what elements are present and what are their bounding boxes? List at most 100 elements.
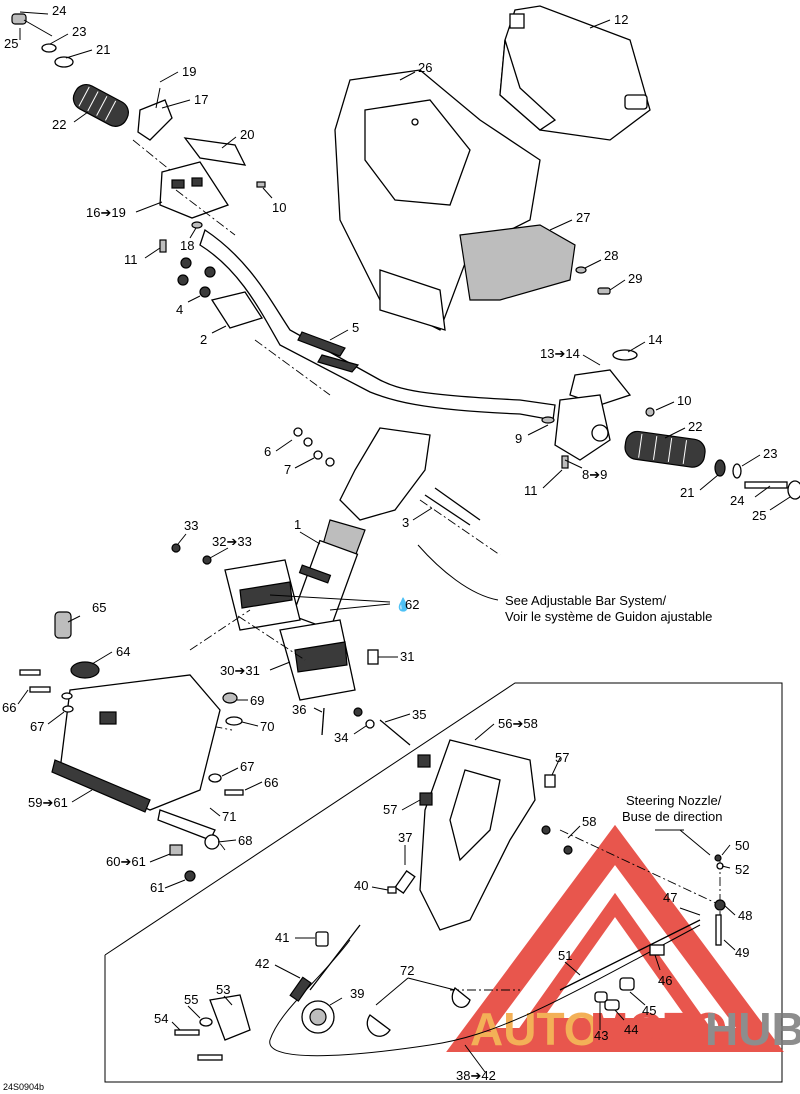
callout-1: 1 — [294, 517, 301, 532]
callout-22: 22 — [52, 117, 66, 132]
callout-25-right: 25 — [752, 508, 766, 523]
callout-8-9: 8➔9 — [582, 467, 607, 482]
callout-56-58: 56➔58 — [498, 716, 538, 731]
watermark-text-3: HUB — [705, 1003, 800, 1055]
callout-24-right: 24 — [730, 493, 744, 508]
lower-assembly-frame — [104, 682, 783, 1083]
callout-26: 26 — [418, 60, 432, 75]
callout-24: 24 — [52, 3, 66, 18]
callout-30-31: 30➔31 — [220, 663, 260, 678]
callout-54: 54 — [154, 1011, 168, 1026]
callout-29: 29 — [628, 271, 642, 286]
callout-67: 67 — [30, 719, 44, 734]
callout-4: 4 — [176, 302, 183, 317]
callout-3: 3 — [402, 515, 409, 530]
note-steering-nozzle-en: Steering Nozzle/ — [626, 793, 722, 808]
callout-36: 36 — [292, 702, 306, 717]
callout-46: 46 — [658, 973, 672, 988]
callout-51: 51 — [558, 948, 572, 963]
callout-25: 25 — [4, 36, 18, 51]
figure-id: 24S0904b — [3, 1082, 44, 1092]
callout-59-61: 59➔61 — [28, 795, 68, 810]
callout-66-lower: 66 — [264, 775, 278, 790]
steering-cable — [174, 854, 726, 1061]
callout-33: 33 — [184, 518, 198, 533]
notes: See Adjustable Bar System/ Voir le systè… — [3, 593, 722, 1092]
callout-32-33: 32➔33 — [212, 534, 252, 549]
callout-55: 55 — [184, 992, 198, 1007]
callout-41: 41 — [275, 930, 289, 945]
callout-39: 39 — [350, 986, 364, 1001]
note-adjustable-bar-fr: Voir le système de Guidon ajustable — [505, 609, 712, 624]
callout-66: 66 — [2, 700, 16, 715]
callout-20: 20 — [240, 127, 254, 142]
callout-2: 2 — [200, 332, 207, 347]
drop-icon: 💧 — [395, 597, 411, 612]
callout-48: 48 — [738, 908, 752, 923]
callout-16-19: 16➔19 — [86, 205, 126, 220]
callout-14: 14 — [648, 332, 662, 347]
handlebar — [177, 228, 556, 421]
callout-13-14: 13➔14 — [540, 346, 580, 361]
watermark-triangle — [446, 824, 784, 1052]
callout-71: 71 — [222, 809, 236, 824]
callout-35: 35 — [412, 707, 426, 722]
callout-10: 10 — [272, 200, 286, 215]
note-adjustable-bar-en: See Adjustable Bar System/ — [505, 593, 667, 608]
callout-42: 42 — [255, 956, 269, 971]
callout-57: 57 — [555, 750, 569, 765]
callout-21: 21 — [96, 42, 110, 57]
steering-cover-26 — [334, 69, 576, 331]
callout-52: 52 — [735, 862, 749, 877]
callout-53: 53 — [216, 982, 230, 997]
callout-38-42: 38➔42 — [456, 1068, 496, 1083]
callout-7: 7 — [284, 462, 291, 477]
callout-28: 28 — [604, 248, 618, 263]
callout-37: 37 — [398, 830, 412, 845]
leader-lines — [17, 11, 791, 1073]
callout-19: 19 — [182, 64, 196, 79]
callout-21-right: 21 — [680, 485, 694, 500]
steering-column — [291, 427, 481, 631]
callout-67-lower: 67 — [240, 759, 254, 774]
callout-62: 62 — [405, 597, 419, 612]
right-grip-assembly — [541, 349, 800, 500]
callout-27: 27 — [576, 210, 590, 225]
callout-9: 9 — [515, 431, 522, 446]
callout-50: 50 — [735, 838, 749, 853]
throttle-housing — [19, 611, 244, 882]
callout-57-lower: 57 — [383, 802, 397, 817]
callout-34: 34 — [334, 730, 348, 745]
callout-47: 47 — [663, 890, 677, 905]
callout-69: 69 — [250, 693, 264, 708]
callout-labels: 24 25 23 21 22 19 17 20 16➔19 10 18 11 2… — [2, 3, 777, 1083]
support-bracket — [417, 739, 573, 931]
callout-18: 18 — [180, 238, 194, 253]
callout-11: 11 — [124, 252, 138, 267]
callout-49: 49 — [735, 945, 749, 960]
callout-12: 12 — [614, 12, 628, 27]
callout-58: 58 — [582, 814, 596, 829]
column-brackets — [171, 543, 411, 746]
callout-43: 43 — [594, 1028, 608, 1043]
callout-31: 31 — [400, 649, 414, 664]
callout-5: 5 — [352, 320, 359, 335]
callout-45: 45 — [642, 1003, 656, 1018]
callout-23: 23 — [72, 24, 86, 39]
callout-68: 68 — [238, 833, 252, 848]
callout-6: 6 — [264, 444, 271, 459]
callout-11-right: 11 — [524, 483, 538, 498]
watermark-logo: AUTO MOTO HUB — [446, 824, 800, 1055]
note-steering-nozzle-fr: Buse de direction — [622, 809, 722, 824]
callout-10-right: 10 — [677, 393, 691, 408]
watermark-text-2: MOTO — [590, 1003, 727, 1055]
callout-70: 70 — [260, 719, 274, 734]
left-grip-assembly — [11, 13, 266, 253]
callout-44: 44 — [624, 1022, 638, 1037]
callout-65: 65 — [92, 600, 106, 615]
callout-60-61: 60➔61 — [106, 854, 146, 869]
callout-17: 17 — [194, 92, 208, 107]
callout-40: 40 — [354, 878, 368, 893]
